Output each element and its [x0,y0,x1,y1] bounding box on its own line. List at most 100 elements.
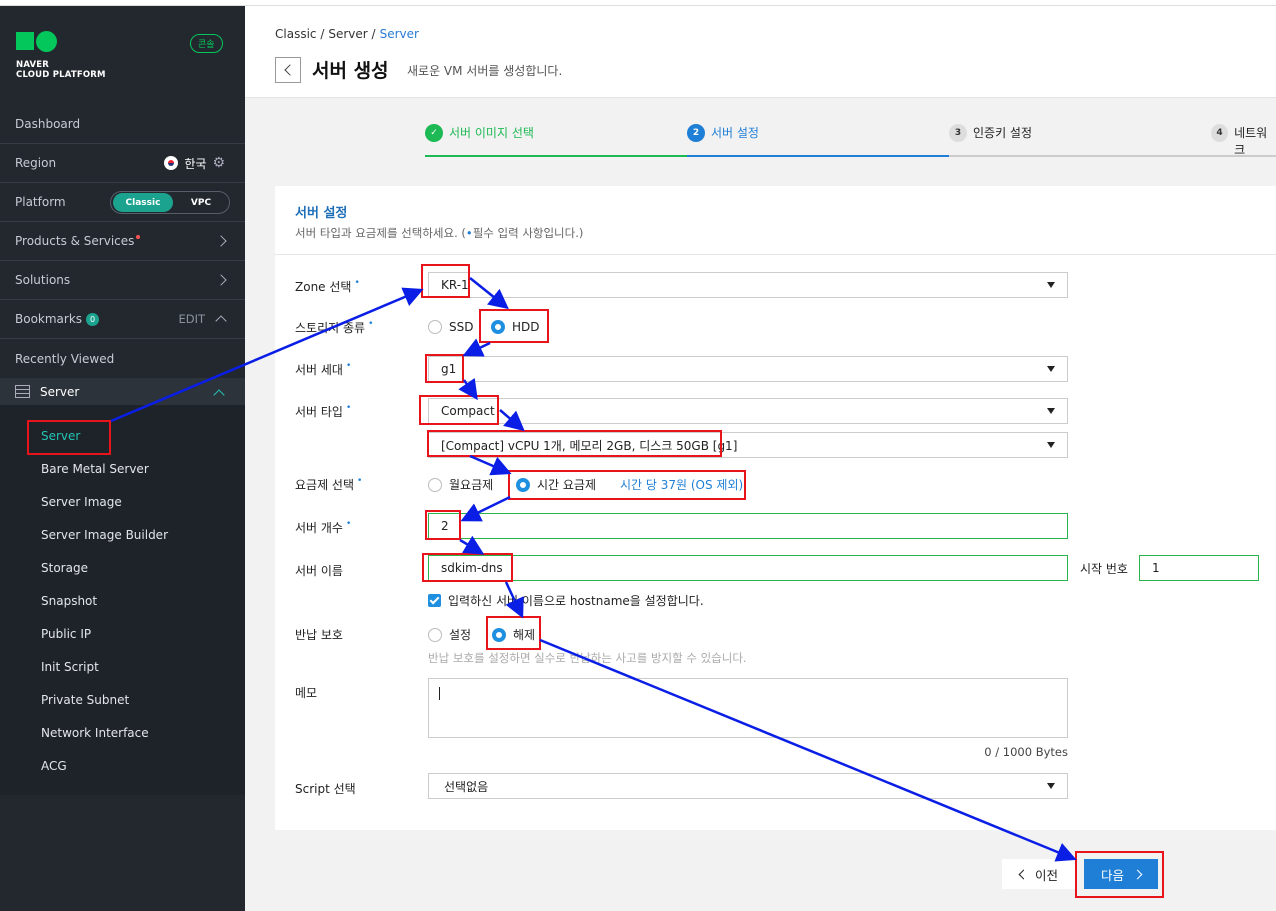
server-count-label-text: 서버 개수 [295,521,343,535]
storage-hdd-label: HDD [512,320,540,334]
radio-circle [428,627,442,642]
breadcrumb-server[interactable]: Server / [328,27,376,41]
dropdown-arrow-icon [1047,408,1055,414]
bookmarks-count: 0 [86,312,100,326]
server-count-input[interactable]: 2 [428,513,1068,539]
sidebar-item-platform: Platform Classic VPC [0,183,245,222]
generation-value: g1 [441,362,457,376]
submenu-init-script[interactable]: Init Script [41,660,99,674]
server-type-label-text: 서버 타입 [295,405,343,419]
zone-label: Zone 선택• [295,278,360,295]
step-network[interactable]: 4 네트워크 [1211,124,1276,157]
start-number-label: 시작 번호 [1080,562,1128,576]
script-select[interactable]: 선택없음 [428,773,1068,799]
breadcrumb-classic[interactable]: Classic / [275,27,325,41]
zone-select[interactable]: KR-1 [428,272,1068,298]
submenu-server[interactable]: Server [41,429,81,443]
sidebar-section-server[interactable]: Server [0,378,245,405]
storage-ssd-radio[interactable]: SSD [428,320,473,334]
gear-icon[interactable]: ⚙ [212,155,225,171]
memo-label: 메모 [295,686,318,700]
generation-select[interactable]: g1 [428,356,1068,382]
sidebar-item-products[interactable]: Products & Services [0,222,245,261]
server-count-value: 2 [441,519,449,533]
protection-on-radio[interactable]: 설정 [428,626,471,643]
server-spec-select[interactable]: [Compact] vCPU 1개, 메모리 2GB, 디스크 50GB [g1… [428,432,1068,458]
protection-off-radio[interactable]: 해제 [492,626,535,643]
step-number: 3 [949,124,967,142]
submenu-private-subnet[interactable]: Private Subnet [41,693,130,707]
required-dot: • [345,403,352,413]
storage-ssd-label: SSD [449,320,474,334]
submenu-public-ip[interactable]: Public IP [41,627,92,641]
billing-monthly-radio[interactable]: 월요금제 [428,476,493,493]
sidebar-item-region[interactable]: Region 한국⚙ [0,144,245,183]
generation-label: 서버 세대• [295,361,351,378]
required-dot: • [368,319,374,329]
submenu-bare-metal-server[interactable]: Bare Metal Server [41,462,149,476]
hourly-price-note: 시간 당 37원 (OS 제외) [620,478,744,492]
step-server-image[interactable]: ✓ 서버 이미지 선택 [425,124,534,157]
memo-textarea[interactable] [428,678,1068,738]
submenu-storage[interactable]: Storage [41,561,88,575]
start-number-input[interactable]: 1 [1139,555,1259,581]
sidebar-item-dashboard[interactable]: Dashboard [0,105,245,144]
next-button[interactable]: 다음 [1084,859,1158,889]
start-number-value: 1 [1152,561,1160,575]
panel-description: 서버 타입과 요금제를 선택하세요. (•필수 입력 사항입니다.) [295,225,583,241]
bookmarks-label: Bookmarks [15,312,83,326]
step-auth-key[interactable]: 3 인증키 설정 [949,124,1032,157]
sidebar-item-solutions[interactable]: Solutions [0,261,245,300]
hostname-checkbox-label: 입력하신 서버 이름으로 hostname을 설정합니다. [448,594,704,608]
radio-circle [428,320,442,334]
platform-toggle[interactable]: Classic VPC [110,191,230,214]
bookmarks-edit[interactable]: EDIT [178,312,205,326]
required-dot: • [345,361,352,371]
console-badge[interactable]: 콘솔 [190,34,223,53]
platform-classic[interactable]: Classic [113,193,173,212]
submenu-snapshot[interactable]: Snapshot [41,594,98,608]
desc-post: 필수 입력 사항입니다.) [472,226,584,240]
chevron-right-icon [215,274,227,286]
storage-hdd-radio[interactable]: HDD [491,320,540,334]
submenu-acg[interactable]: ACG [41,759,67,773]
generation-label-text: 서버 세대 [295,363,343,377]
check-icon: ✓ [425,124,443,142]
protection-hint: 반납 보호를 설정하면 실수로 반납하는 사고를 방지할 수 있습니다. [428,651,747,665]
step-number: 4 [1211,124,1229,142]
recently-viewed-label: Recently Viewed [15,351,115,366]
server-type-label: 서버 타입• [295,403,351,420]
step-label: 서버 이미지 선택 [449,126,534,140]
submenu-server-image[interactable]: Server Image [41,495,122,509]
checkbox-checked-icon [428,594,441,607]
platform-vpc[interactable]: VPC [190,197,212,208]
region-label: Region [15,156,57,170]
server-type-select[interactable]: Compact [428,398,1068,424]
submenu-server-image-builder[interactable]: Server Image Builder [41,528,169,542]
chevron-up-icon[interactable] [215,315,227,327]
storage-label-text: 스토리지 종류 [295,321,366,335]
script-label: Script 선택 [295,782,356,796]
step-label: 서버 설정 [711,126,759,140]
billing-hourly-radio[interactable]: 시간 요금제 [516,476,596,493]
prev-button[interactable]: 이전 [1002,859,1076,889]
sidebar-item-recently-viewed[interactable]: Recently Viewed [0,339,245,378]
submenu-network-interface[interactable]: Network Interface [41,726,149,740]
billing-monthly-label: 월요금제 [449,478,494,492]
hostname-checkbox[interactable]: 입력하신 서버 이름으로 hostname을 설정합니다. [428,592,704,609]
back-button[interactable] [275,57,301,83]
billing-hourly-label: 시간 요금제 [537,478,597,492]
required-dot: • [354,278,360,288]
step-label: 네트워크 [1234,126,1268,157]
chevron-up-icon[interactable] [213,389,225,401]
storage-label: 스토리지 종류• [295,319,373,336]
server-name-value: sdkim-dns [441,561,503,575]
step-label: 인증키 설정 [973,126,1033,140]
server-name-input[interactable]: sdkim-dns [428,555,1068,581]
step-progress-current [687,155,949,157]
dropdown-arrow-icon [1047,366,1055,372]
